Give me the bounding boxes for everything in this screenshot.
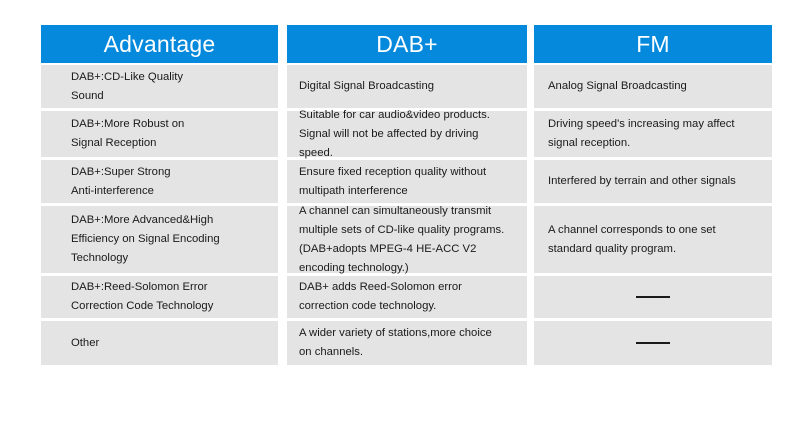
table-cell: Driving speed's increasing may affect si… xyxy=(534,111,772,157)
em-dash-icon xyxy=(636,342,670,344)
column-cells-advantage: DAB+:CD-Like Quality Sound DAB+:More Rob… xyxy=(41,65,278,365)
table-cell: Ensure fixed reception quality without m… xyxy=(287,160,527,203)
table-cell: Other xyxy=(41,321,278,365)
column-cells-dabplus: Digital Signal Broadcasting Suitable for… xyxy=(287,65,527,365)
table-cell: A channel corresponds to one set standar… xyxy=(534,206,772,273)
table-column-advantage: Advantage DAB+:CD-Like Quality Sound DAB… xyxy=(41,25,278,368)
column-header-fm: FM xyxy=(534,25,772,63)
column-header-advantage: Advantage xyxy=(41,25,278,63)
table-cell-empty xyxy=(534,276,772,318)
table-column-fm: FM Analog Signal Broadcasting Driving sp… xyxy=(534,25,772,368)
table-cell: A wider variety of stations,more choice … xyxy=(287,321,527,365)
table-cell: DAB+:Super Strong Anti-interference xyxy=(41,160,278,203)
table-cell: Analog Signal Broadcasting xyxy=(534,65,772,108)
table-cell: DAB+ adds Reed-Solomon error correction … xyxy=(287,276,527,318)
table-cell: DAB+:More Robust on Signal Reception xyxy=(41,111,278,157)
em-dash-icon xyxy=(636,296,670,298)
table-cell: Interfered by terrain and other signals xyxy=(534,160,772,203)
table-cell: DAB+:Reed-Solomon Error Correction Code … xyxy=(41,276,278,318)
column-header-dabplus: DAB+ xyxy=(287,25,527,63)
table-cell: DAB+:CD-Like Quality Sound xyxy=(41,65,278,108)
table-cell: Suitable for car audio&video products. S… xyxy=(287,109,527,159)
table-column-dabplus: DAB+ Digital Signal Broadcasting Suitabl… xyxy=(287,25,527,368)
table-cell: Digital Signal Broadcasting xyxy=(287,65,527,108)
table-cell-empty xyxy=(534,321,772,365)
table-cell: DAB+:More Advanced&High Efficiency on Si… xyxy=(41,206,278,273)
table-cell: A channel can simultaneously transmit mu… xyxy=(287,205,527,274)
column-cells-fm: Analog Signal Broadcasting Driving speed… xyxy=(534,65,772,365)
